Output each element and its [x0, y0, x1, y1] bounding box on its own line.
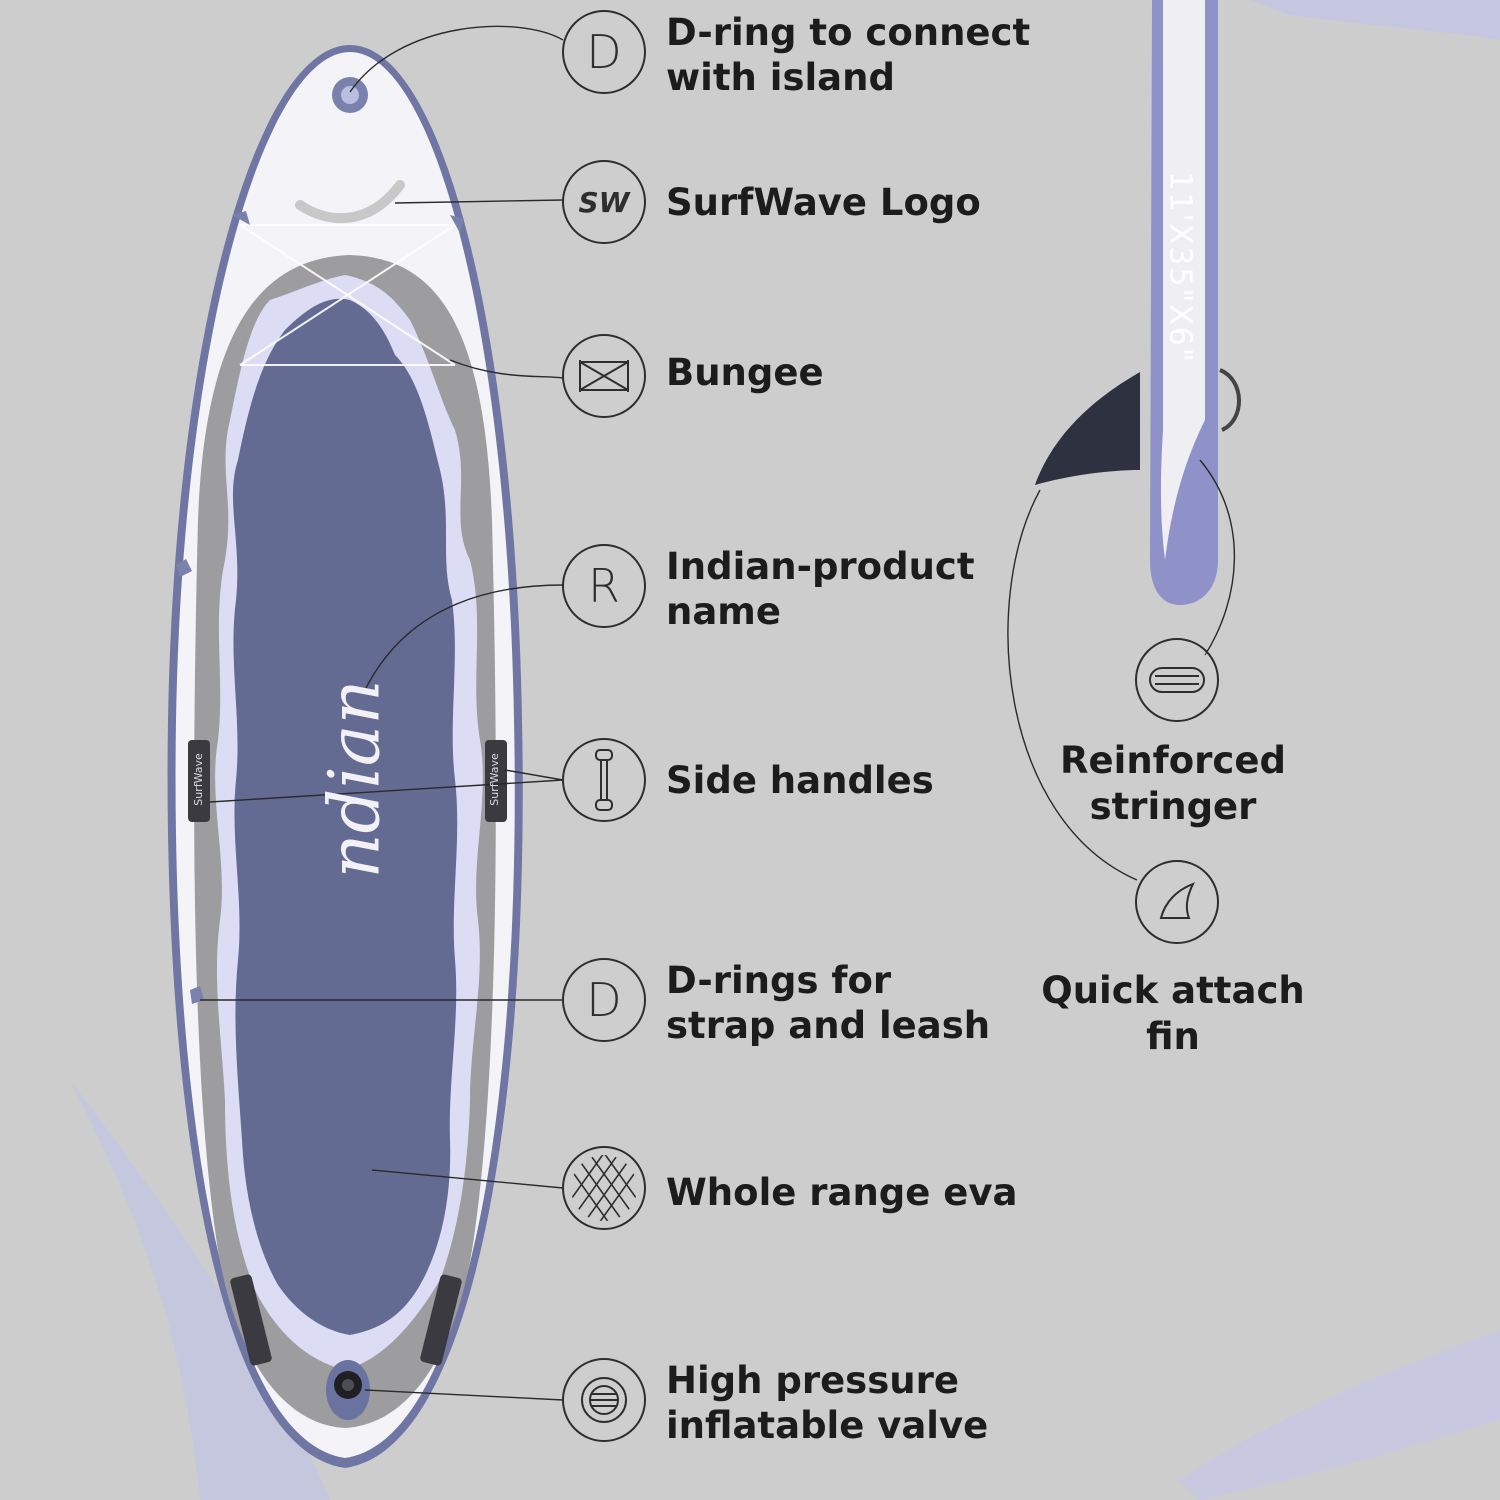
feature-d-rings-strap: D D-rings for strap and leash	[562, 958, 1462, 1048]
feature-quick-attach-fin: Quick attach fin	[1008, 968, 1338, 1060]
feature-d-ring-island: D D-ring to connect with island	[562, 10, 1462, 100]
feature-label: Bungee	[666, 350, 824, 395]
feature-logo: SW SurfWave Logo	[562, 160, 1462, 250]
feature-label-line: inflatable valve	[666, 1404, 989, 1447]
feature-label: Whole range eva	[666, 1170, 1017, 1215]
feature-label-line: Bungee	[666, 351, 824, 394]
feature-label-line: SurfWave Logo	[666, 181, 981, 224]
fin-icon	[1135, 860, 1219, 944]
feature-label-line: D-rings for	[666, 959, 892, 1002]
left-handle-brand: SurfWave	[191, 753, 205, 806]
d-ring-icon: D	[562, 10, 646, 94]
feature-label-line: Reinforced	[1060, 739, 1286, 782]
feature-label: Side handles	[666, 758, 934, 803]
eva-pad-icon	[562, 1146, 646, 1230]
registered-icon: R	[562, 544, 646, 628]
feature-label: High pressure inflatable valve	[666, 1358, 988, 1448]
board-name-script: ndian	[313, 679, 396, 879]
feature-label: Indian-product name	[666, 544, 975, 634]
feature-label-line: with island	[666, 56, 895, 99]
paddle-board-top-view	[167, 45, 523, 1468]
feature-side-handles: Side handles	[562, 738, 1462, 828]
feature-label-line: D-ring to connect	[666, 11, 1031, 54]
stringer-icon	[1135, 638, 1219, 722]
feature-label-line: Indian-product	[666, 545, 975, 588]
feature-label-line: Whole range eva	[666, 1171, 1018, 1214]
feature-eva: Whole range eva	[562, 1146, 1462, 1236]
bungee-icon	[562, 334, 646, 418]
feature-label-line: fin	[1146, 1015, 1200, 1058]
feature-valve: High pressure inflatable valve	[562, 1358, 1462, 1448]
surfwave-logo-icon: SW	[562, 160, 646, 244]
valve-icon	[562, 1358, 646, 1442]
paddle-board-side-view	[1035, 0, 1241, 605]
handle-icon	[562, 738, 646, 822]
feature-label: D-rings for strap and leash	[666, 958, 990, 1048]
feature-label-line: Quick attach	[1041, 969, 1305, 1012]
feature-product-name: R Indian-product name	[562, 544, 1462, 634]
feature-bungee: Bungee	[562, 334, 1462, 424]
feature-label-line: name	[666, 590, 781, 633]
d-ring-icon: D	[562, 958, 646, 1042]
feature-label-line: strap and leash	[666, 1004, 991, 1047]
feature-reinforced-stringer: Reinforced stringer	[1008, 738, 1338, 830]
feature-label-line: Side handles	[666, 759, 934, 802]
right-handle-brand: SurfWave	[487, 753, 501, 806]
feature-label-line: High pressure	[666, 1359, 959, 1402]
feature-label-line: stringer	[1089, 785, 1257, 828]
feature-label: D-ring to connect with island	[666, 10, 1030, 100]
feature-label: SurfWave Logo	[666, 180, 981, 225]
